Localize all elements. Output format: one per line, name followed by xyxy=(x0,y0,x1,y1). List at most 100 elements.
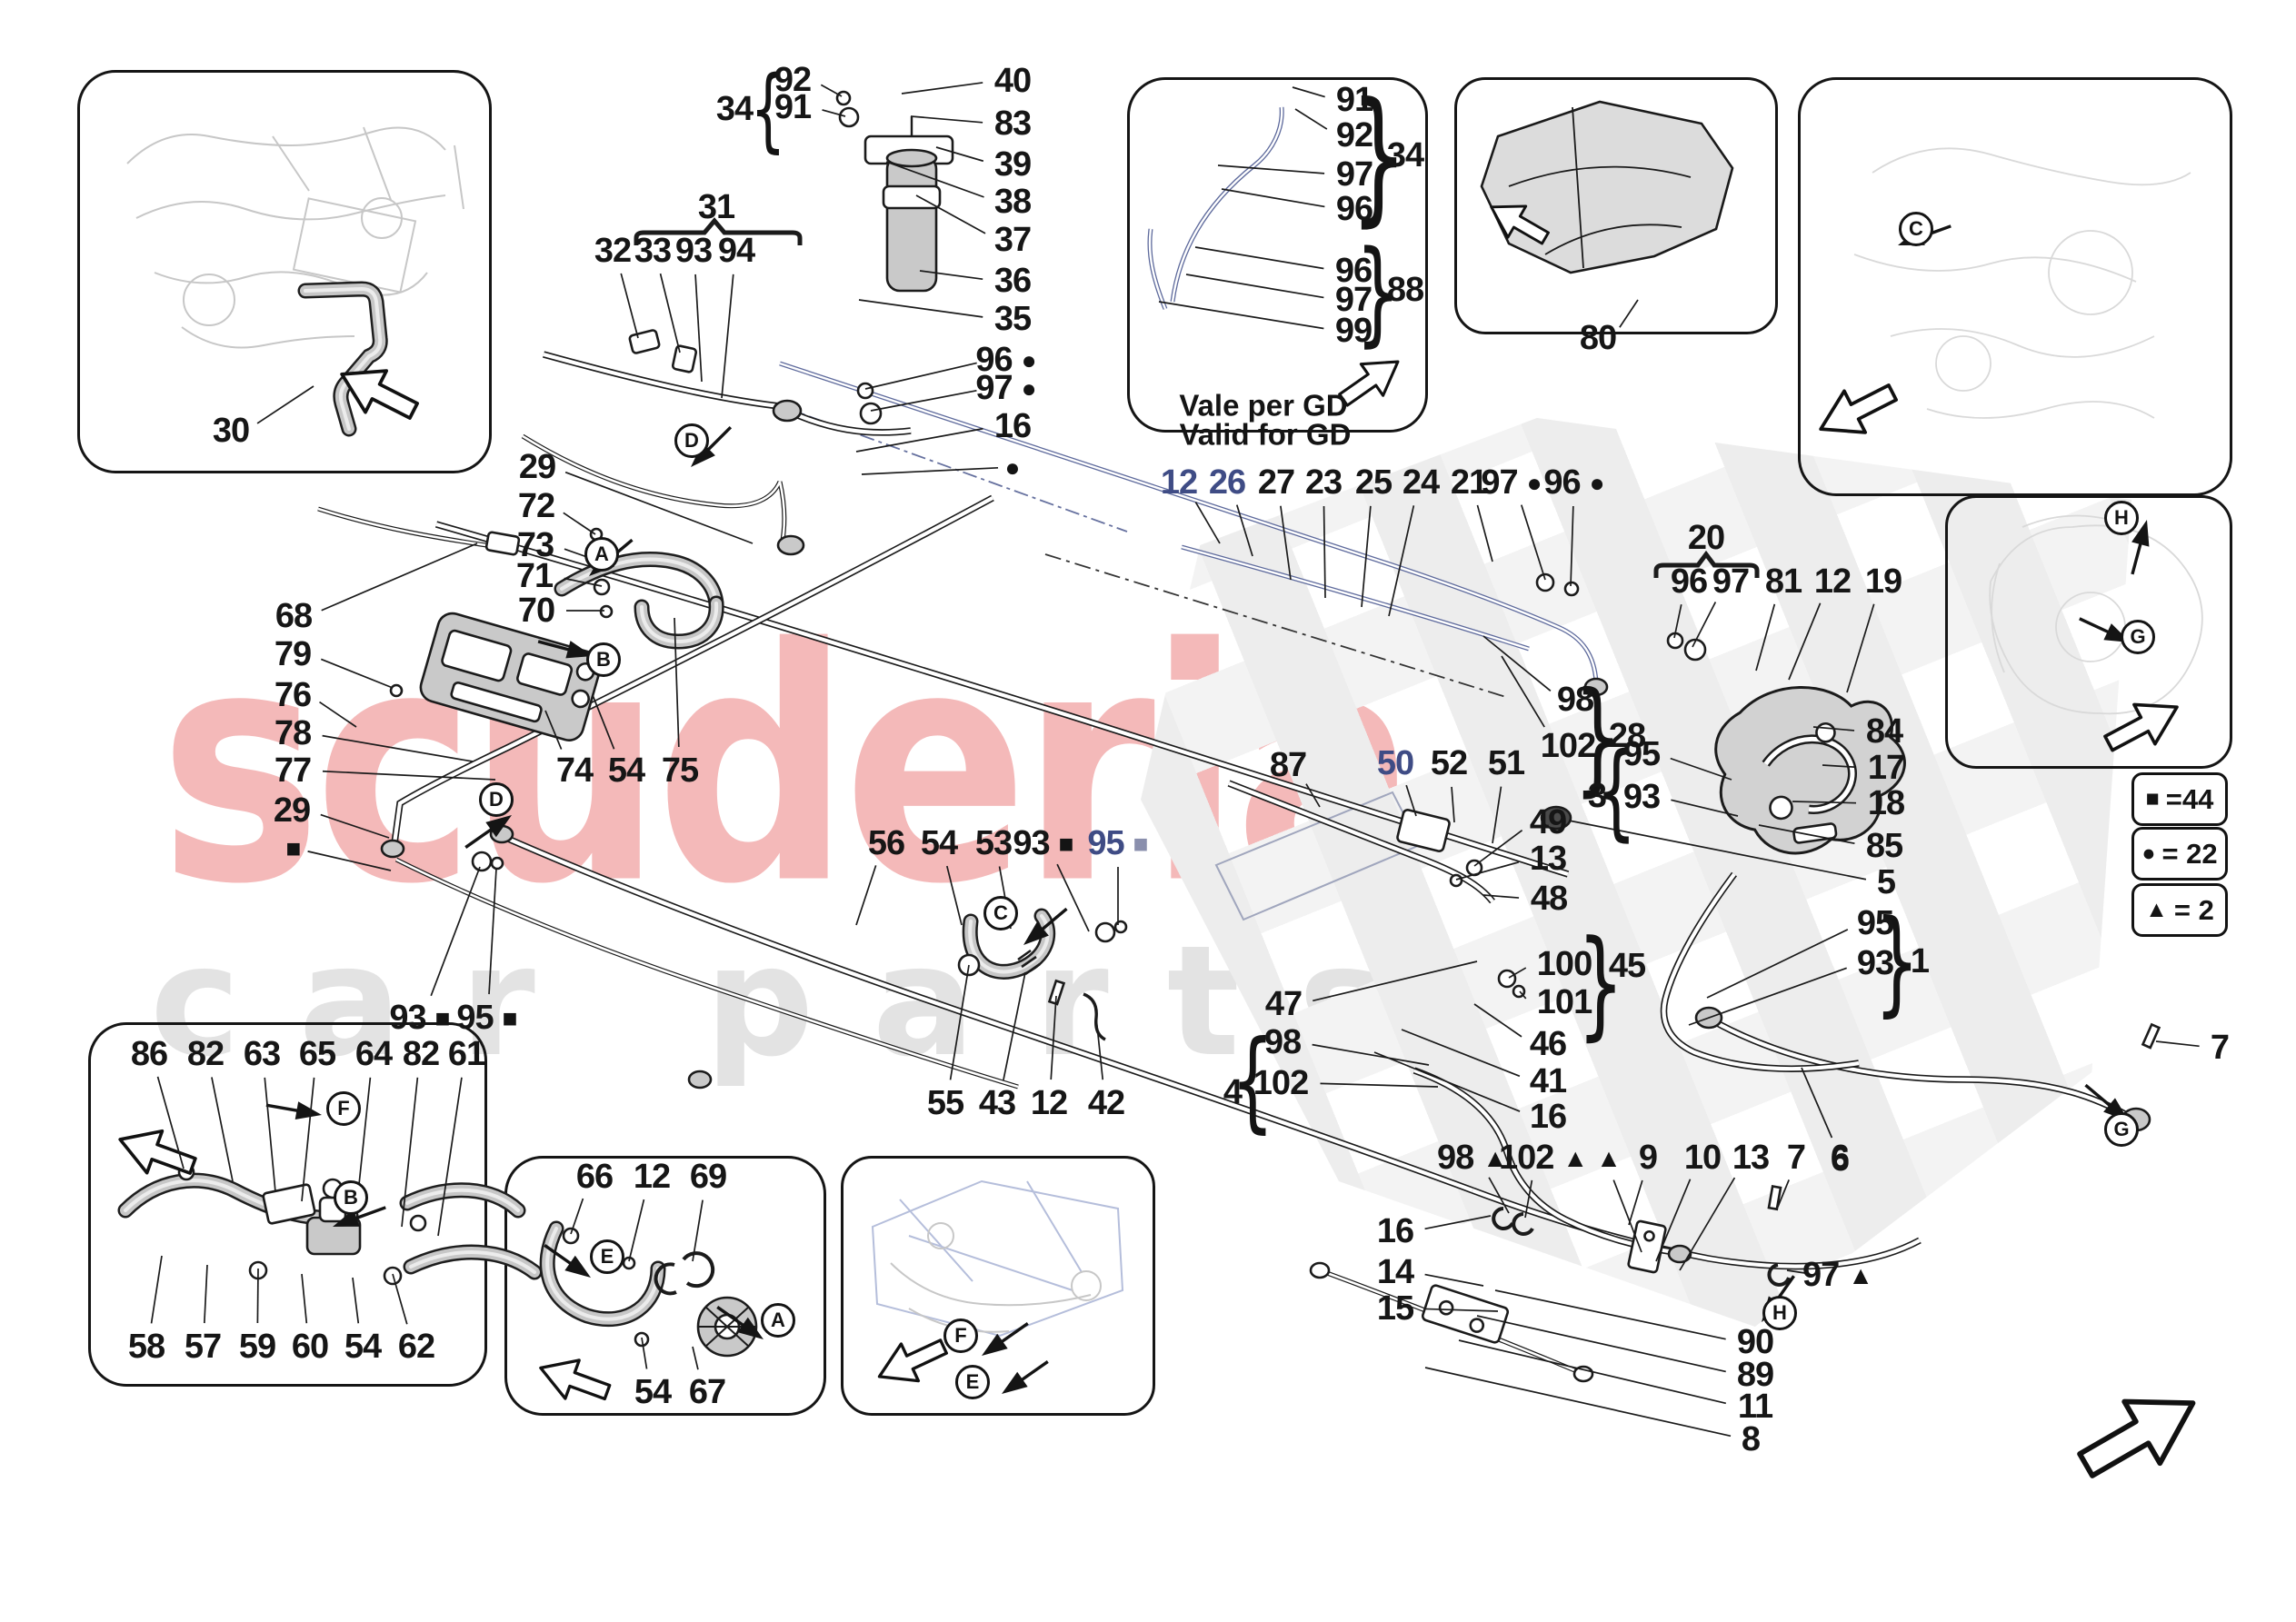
leader-line xyxy=(1476,504,1493,562)
part-callout-73: 73 xyxy=(516,526,554,564)
leader-line xyxy=(1670,757,1732,781)
part-callout-68: 68 xyxy=(275,597,313,635)
leader-line xyxy=(1292,86,1325,98)
leader-line xyxy=(864,362,977,390)
leader-line xyxy=(1758,824,1855,845)
part-callout-13: 13 xyxy=(1529,840,1567,878)
part-callout-31: 31 xyxy=(697,188,735,226)
triangle-marker: ▲ xyxy=(1562,1144,1589,1172)
pointer-arrow xyxy=(265,1101,322,1119)
leader-line xyxy=(1473,1003,1522,1038)
pointer-arrow xyxy=(1023,907,1068,945)
part-callout-82: 82 xyxy=(186,1035,225,1073)
leader-line xyxy=(1482,635,1552,692)
part-callout-21: 21 xyxy=(1450,463,1488,502)
leader-line xyxy=(822,109,846,117)
part-callout-79: 79 xyxy=(274,635,312,673)
leader-line xyxy=(1424,1273,1484,1287)
leader-line xyxy=(1305,783,1321,808)
triangle-marker: ▲ xyxy=(1482,1144,1508,1172)
part-callout-67: 67 xyxy=(688,1373,726,1411)
legend-count: = 2 xyxy=(2173,894,2214,926)
part-callout-34: 34 xyxy=(715,90,754,128)
part-callout-58: 58 xyxy=(127,1328,165,1366)
part-callout-62: 62 xyxy=(397,1328,435,1366)
leader-line xyxy=(1679,1177,1736,1271)
leader-line xyxy=(1280,505,1292,581)
part-callout-90: 90 xyxy=(1736,1323,1774,1361)
part-callout-74: 74 xyxy=(555,751,594,790)
part-callout-95: 95 xyxy=(1622,735,1661,773)
part-callout-14: 14 xyxy=(1376,1253,1414,1291)
leader-line xyxy=(570,1198,584,1235)
view-letter-D: D xyxy=(479,782,514,817)
part-callout-63: 63 xyxy=(243,1035,281,1073)
leader-line xyxy=(1501,655,1545,728)
panel-air-duct xyxy=(1454,77,1778,334)
part-callout-97: 97● xyxy=(1481,463,1542,502)
leader-line xyxy=(322,734,474,762)
leader-line xyxy=(910,115,983,124)
part-callout-88: 88 xyxy=(1386,271,1424,309)
leader-line xyxy=(1221,188,1325,208)
part-callout-96: 96 xyxy=(1335,190,1373,228)
part-callout-6: 6 xyxy=(1830,1139,1850,1177)
leader-line xyxy=(1520,504,1546,581)
triangle-marker: ▲ xyxy=(1848,1261,1873,1289)
pointer-arrow xyxy=(716,1306,764,1339)
leader-line xyxy=(1003,971,1026,1080)
leader-line xyxy=(1194,502,1221,544)
part-callout-marker: ▲ xyxy=(1596,1140,1622,1175)
part-callout-95: 95■ xyxy=(1087,824,1149,862)
part-callout-52: 52 xyxy=(1430,744,1468,782)
dot-marker: ● xyxy=(1526,469,1542,497)
leader-line xyxy=(1801,1067,1833,1139)
part-callout-39: 39 xyxy=(993,145,1032,184)
leader-line xyxy=(1612,1179,1642,1253)
leader-line xyxy=(1050,995,1057,1080)
part-callout-81: 81 xyxy=(1764,562,1802,601)
part-callout-12: 12 xyxy=(633,1158,671,1196)
part-callout-85: 85 xyxy=(1865,827,1903,865)
part-callout-47: 47 xyxy=(1264,985,1303,1023)
leader-line xyxy=(256,1268,259,1324)
part-callout-33: 33 xyxy=(634,232,672,270)
view-letter-C: C xyxy=(983,896,1018,930)
view-letter-D: D xyxy=(674,423,709,458)
leader-line xyxy=(301,1077,315,1202)
leader-line xyxy=(915,194,986,234)
part-callout-91: 91 xyxy=(1335,81,1373,119)
leader-line xyxy=(946,865,963,926)
leader-line xyxy=(1235,504,1253,557)
part-callout-24: 24 xyxy=(1402,463,1440,502)
part-callout-97: 97▲ xyxy=(1802,1256,1873,1294)
leader-line xyxy=(1812,726,1855,731)
leader-line xyxy=(1777,1179,1790,1208)
pointer-arrow xyxy=(982,1322,1029,1356)
part-callout-83: 83 xyxy=(993,104,1032,143)
leader-line xyxy=(628,1199,645,1262)
legend-item: ●= 22 xyxy=(2131,827,2228,881)
part-callout-16: 16 xyxy=(993,407,1032,445)
part-callout-101: 101 xyxy=(1536,983,1592,1021)
part-callout-96: 96● xyxy=(975,341,1037,379)
panel-engine-view-c xyxy=(1798,77,2232,496)
leader-line xyxy=(1361,505,1372,608)
engine-sketch-view-fe xyxy=(871,1179,1124,1338)
part-callout-37: 37 xyxy=(993,221,1032,259)
leader-line xyxy=(1788,602,1822,681)
part-callout-26: 26 xyxy=(1208,463,1246,502)
part-callout-53: 53 xyxy=(974,824,1013,862)
view-letter-F: F xyxy=(943,1318,978,1353)
leader-line xyxy=(1792,801,1857,804)
leader-line xyxy=(885,161,984,198)
part-callout-93: 93 xyxy=(674,232,713,270)
leader-line xyxy=(1458,1339,1726,1405)
part-callout-54: 54 xyxy=(634,1373,672,1411)
engine-sketch-top-left xyxy=(126,126,464,349)
watermark-subbrand: car parts xyxy=(150,912,1448,1090)
leader-line xyxy=(901,82,983,95)
leader-line xyxy=(949,964,970,1080)
part-callout-54: 54 xyxy=(920,824,958,862)
view-letter-B: B xyxy=(334,1180,368,1215)
